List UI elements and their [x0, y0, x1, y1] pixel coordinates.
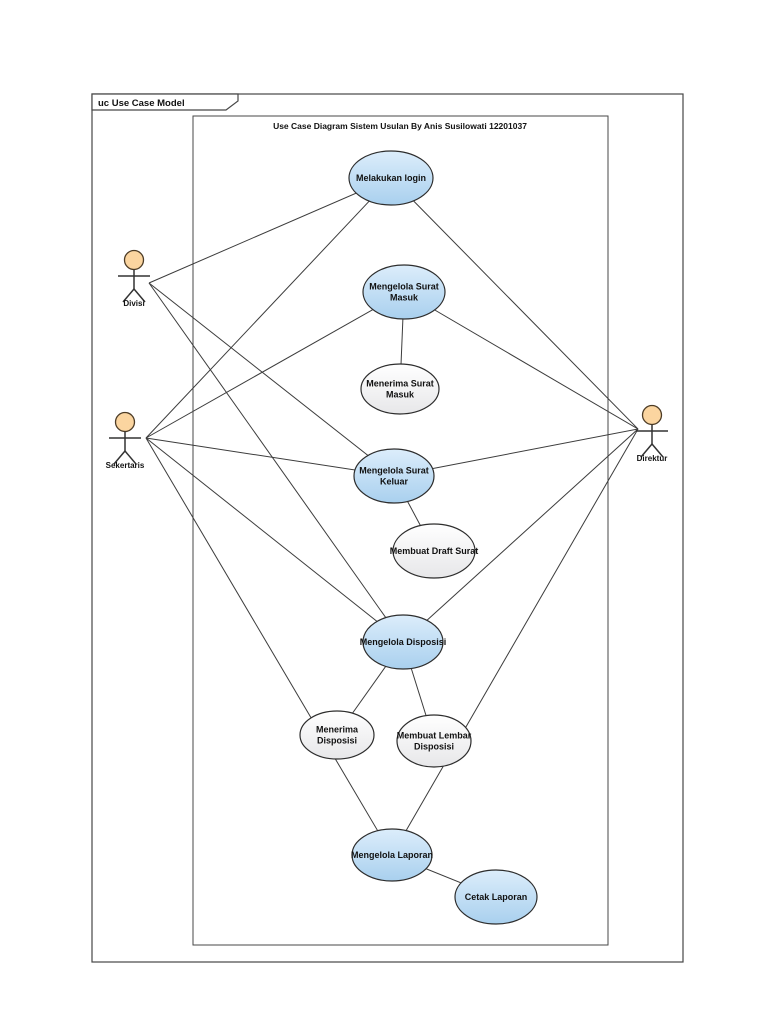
uml-frame-border — [91, 93, 684, 963]
usecase-ellipse — [362, 264, 446, 320]
association-direktur-surat-masuk — [403, 291, 639, 430]
usecase-label: Mengelola Disposisi — [360, 637, 447, 647]
actor-head — [114, 411, 136, 433]
association-divisi-login — [148, 177, 392, 284]
association-sekertaris-disposisi — [145, 437, 404, 643]
actor-leg-left — [113, 450, 126, 465]
actor-label: Divisi — [123, 299, 144, 308]
actor-leg-right — [651, 443, 664, 458]
usecase-label: Membuat Lembar — [397, 731, 472, 741]
actor-leg-left — [640, 443, 653, 458]
usecase-draft-surat: Membuat Draft Surat — [390, 523, 479, 579]
usecase-laporan: Mengelola Laporan — [351, 828, 433, 882]
diagram-title: Use Case Diagram Sistem Usulan By Anis S… — [273, 121, 527, 131]
association-direktur-laporan — [391, 428, 639, 856]
association-sekertaris-laporan — [145, 437, 393, 856]
actor-label: Sekertaris — [106, 461, 145, 470]
usecase-label: Keluar — [380, 477, 409, 487]
system-boundary — [192, 115, 609, 946]
usecase-ellipse — [396, 714, 472, 768]
association-direktur-surat-keluar — [393, 428, 639, 477]
actor-leg-right — [124, 450, 137, 465]
associations-layer — [145, 177, 639, 898]
frame-tab — [91, 93, 239, 111]
frame-layer — [91, 93, 684, 963]
usecase-ellipse — [454, 869, 538, 925]
association-direktur-disposisi — [402, 428, 639, 643]
actor-direktur: Direktur — [636, 404, 668, 463]
usecase-ellipse — [351, 828, 433, 882]
usecase-label: Cetak Laporan — [465, 892, 528, 902]
actor-divisi: Divisi — [118, 249, 150, 308]
usecase-login: Melakukan login — [348, 150, 434, 206]
usecase-label: Menerima — [316, 725, 359, 735]
usecase-ellipse — [362, 614, 444, 670]
actor-head — [123, 249, 145, 271]
usecase-label: Masuk — [390, 293, 419, 303]
usecase-ellipse — [360, 363, 440, 415]
actor-leg-left — [122, 288, 135, 303]
association-sekertaris-surat-masuk — [145, 291, 405, 439]
usecase-ellipse — [299, 710, 375, 760]
actor-label: Direktur — [637, 454, 668, 463]
usecase-cetak-laporan: Cetak Laporan — [454, 869, 538, 925]
association-sekertaris-surat-keluar — [145, 437, 395, 477]
usecase-label: Menerima Surat — [366, 379, 434, 389]
actor-leg-right — [133, 288, 146, 303]
actor-sekertaris: Sekertaris — [106, 411, 145, 470]
usecase-label: Membuat Draft Surat — [390, 546, 479, 556]
frame-label: uc Use Case Model — [98, 98, 185, 109]
actor-head — [641, 404, 663, 426]
association-direktur-login — [390, 177, 639, 430]
usecase-label: Masuk — [386, 390, 415, 400]
usecase-label: Mengelola Surat — [369, 282, 439, 292]
association-divisi-surat-keluar — [148, 282, 395, 477]
association-divisi-disposisi — [148, 282, 404, 643]
usecase-ellipse — [353, 448, 435, 504]
usecase-label: Mengelola Surat — [359, 466, 429, 476]
usecase-label: Melakukan login — [356, 173, 426, 183]
usecase-ellipse — [348, 150, 434, 206]
usecase-label: Mengelola Laporan — [351, 850, 433, 860]
usecase-label: Disposisi — [317, 736, 357, 746]
usecase-disposisi: Mengelola Disposisi — [360, 614, 447, 670]
usecase-label: Disposisi — [414, 742, 454, 752]
association-sekertaris-login — [145, 177, 392, 439]
usecase-ellipse — [392, 523, 476, 579]
